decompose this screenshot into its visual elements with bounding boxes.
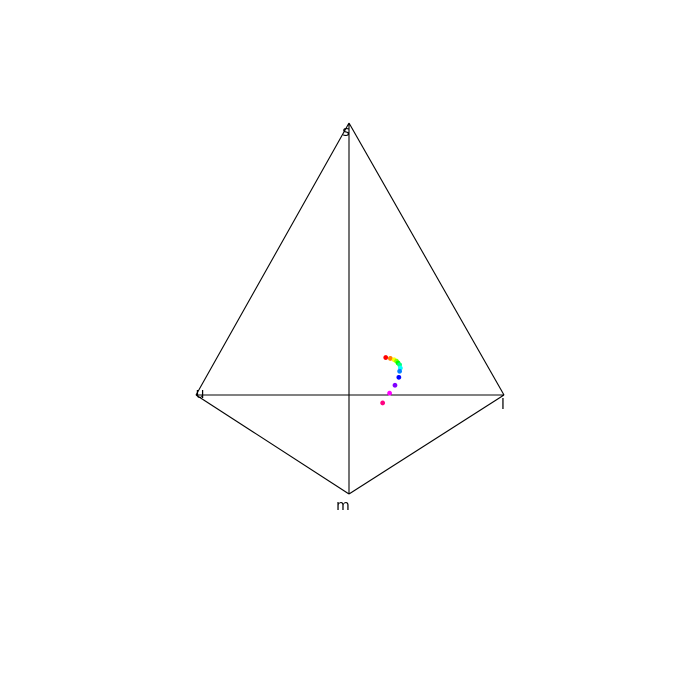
vertex-label-u: u xyxy=(196,386,205,402)
vertex-label-s: s xyxy=(342,124,349,140)
vertex-label-l: l xyxy=(501,397,505,413)
data-point xyxy=(387,390,392,396)
vertex-label-m: m xyxy=(336,498,350,514)
data-points xyxy=(380,355,403,406)
data-point xyxy=(387,356,393,361)
vertex-labels: s u l m xyxy=(196,124,505,514)
edge-s-u xyxy=(195,122,350,396)
data-point xyxy=(396,374,402,380)
data-point xyxy=(383,355,389,360)
data-point xyxy=(397,368,403,374)
edge-l-m xyxy=(348,394,505,495)
edge-s-l xyxy=(348,122,505,396)
tetrahedron-edges xyxy=(195,122,505,495)
edge-u-m xyxy=(195,394,350,495)
data-point xyxy=(392,382,398,388)
data-point xyxy=(380,400,386,406)
